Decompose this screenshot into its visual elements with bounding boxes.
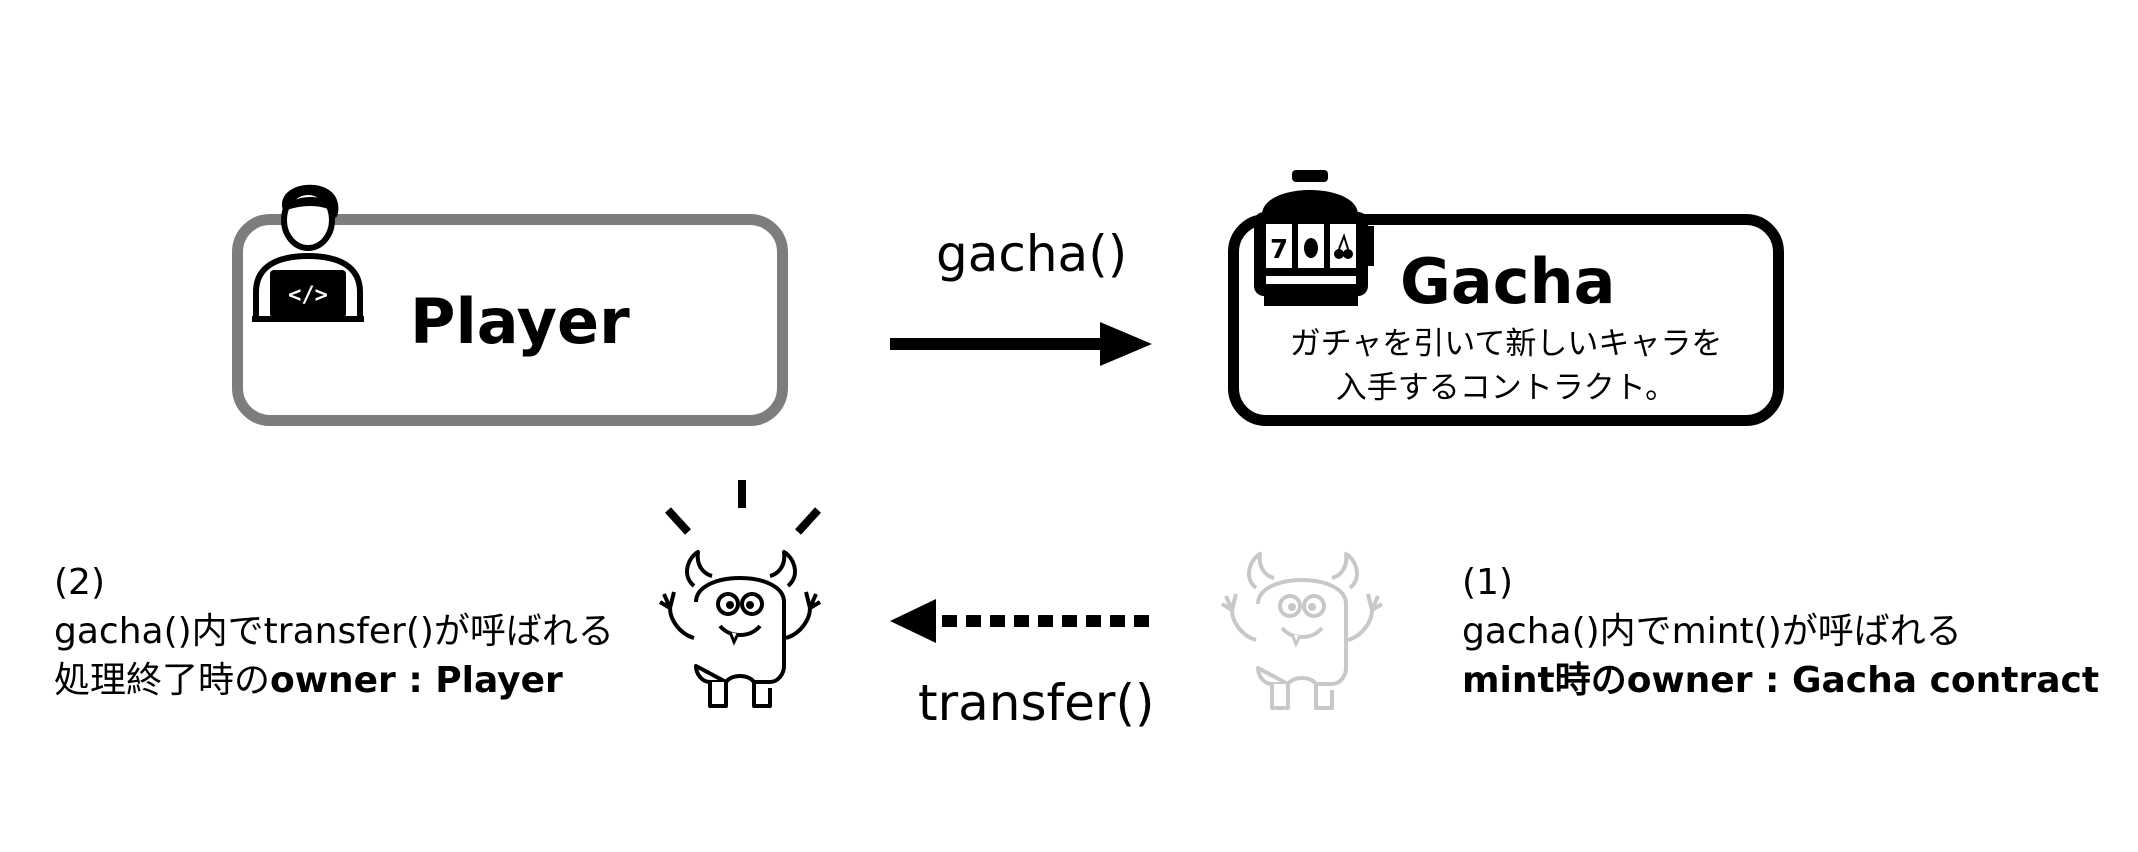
note-2-line-1: gacha()内でtransfer()が呼ばれる [54, 611, 614, 652]
gacha-title: Gacha [1400, 245, 1616, 318]
note-1-owner: mint時のowner : Gacha contract [1462, 660, 2100, 701]
gacha-call-label: gacha() [936, 225, 1128, 283]
gacha-description-line-2: 入手するコントラクト。 [1335, 370, 1677, 406]
gacha-description: ガチャを引いて新しいキャラを 入手するコントラクト。 [1240, 322, 1772, 410]
svg-text:</>: </> [288, 283, 328, 308]
svg-text:7: 7 [1270, 235, 1288, 265]
slot-machine-icon: 7 [1254, 170, 1374, 306]
note-step-2: (2) gacha()内でtransfer()が呼ばれる 処理終了時のowner… [54, 558, 614, 705]
note-2-owner: owner : Player [270, 660, 563, 701]
monster-character-faded-icon [1220, 552, 1384, 710]
transfer-label: transfer() [918, 674, 1155, 732]
player-title: Player [410, 285, 630, 358]
note-1-line-1: gacha()内でmint()が呼ばれる [1462, 611, 1962, 652]
note-2-line-2: 処理終了時のowner : Player [54, 656, 614, 705]
monster-character-icon [658, 480, 822, 708]
developer-laptop-icon: </> [252, 184, 364, 322]
note-1-step: (1) [1462, 562, 1513, 603]
gacha-description-line-1: ガチャを引いて新しいキャラを [1289, 326, 1723, 362]
note-step-1: (1) gacha()内でmint()が呼ばれる mint時のowner : G… [1462, 558, 2099, 705]
gacha-call-arrow [890, 322, 1152, 366]
transfer-arrow [890, 599, 1149, 643]
note-1-line-2: mint時のowner : Gacha contract [1462, 656, 2099, 705]
note-2-line-2-prefix: 処理終了時の [54, 660, 271, 701]
note-2-step: (2) [54, 562, 105, 603]
